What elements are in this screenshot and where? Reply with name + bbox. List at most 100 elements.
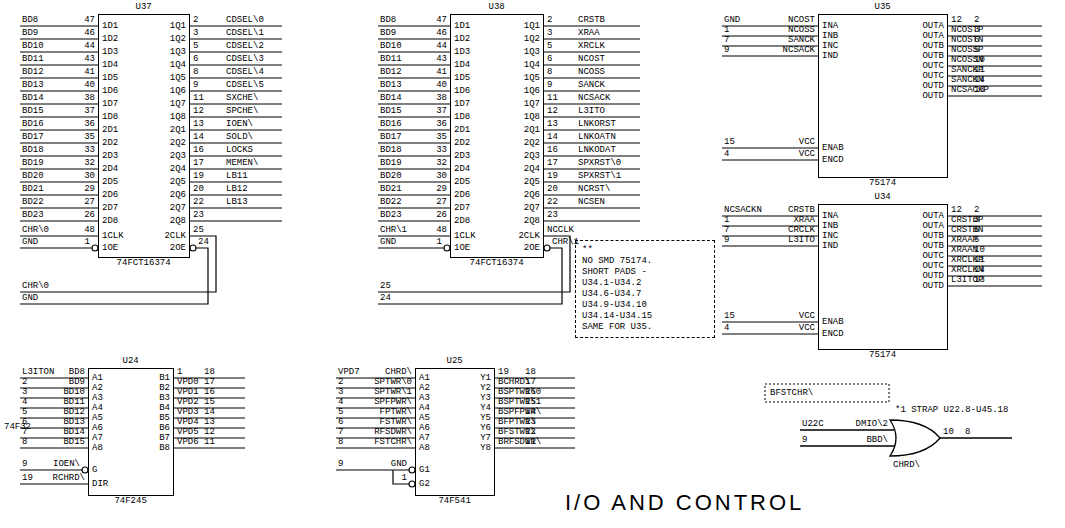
pin-number: 43 <box>84 54 95 64</box>
pin-name: 1OE <box>454 243 470 253</box>
pin-wire <box>544 116 640 117</box>
pin-name: INB <box>822 31 838 41</box>
pin-number: VPD3 <box>177 407 199 417</box>
pin-name: Y7 <box>480 433 491 443</box>
pin-number: BD10 <box>63 387 85 397</box>
pin-name: OUTB <box>922 241 944 251</box>
pin-wire <box>378 103 450 104</box>
signal-name: 14 <box>974 265 985 275</box>
signal-name: 15 <box>204 397 215 407</box>
pin-wire <box>378 194 450 195</box>
signal-name: GND <box>22 293 38 303</box>
pin-name: 2D4 <box>454 164 470 174</box>
signal-name: CHR\0 <box>22 281 49 291</box>
pin-name: INA <box>822 21 838 31</box>
pin-number: 35 <box>436 132 447 142</box>
signal-name: 11 <box>974 65 985 75</box>
pin-number: XRAAP <box>951 235 978 245</box>
signal-name: LB13 <box>226 197 248 207</box>
signal-name: 8 <box>338 437 343 447</box>
signal-name: CRSTB <box>578 15 605 25</box>
signal-name: BD17 <box>22 132 44 142</box>
chip-box: U24A1A2A3A4A5A6A7A8GDIRB1B2B3B4B5B6B7B87… <box>88 368 174 496</box>
pin-name: OUTB <box>922 231 944 241</box>
pin-number: 14 <box>193 132 204 142</box>
signal-name: XRCLK <box>578 41 605 51</box>
pin-number: CHRD\ <box>385 367 412 377</box>
part-number: 74FCT16374 <box>117 258 171 268</box>
pin-wire <box>20 155 98 156</box>
pin-wire <box>190 90 282 91</box>
signal-name: VPD7 <box>338 367 360 377</box>
note-text: U34.14-U34.15 <box>582 311 652 321</box>
signal-name: 13 <box>525 417 536 427</box>
pin-name: 2Q8 <box>170 216 186 226</box>
pin-name: 1D4 <box>102 60 118 70</box>
pin-number: SPTWR\1 <box>374 387 412 397</box>
pin-number: 23 <box>193 210 204 220</box>
pin-number: VPD2 <box>177 397 199 407</box>
signal-name: LB12 <box>226 184 248 194</box>
pin-name: 1CLK <box>454 231 476 241</box>
pin-wire <box>393 470 409 484</box>
pin-number: BD9 <box>69 377 85 387</box>
signal-name: 15 <box>525 397 536 407</box>
signal-name: 2 <box>974 15 979 25</box>
note-text: U34.1-U34.2 <box>582 278 641 288</box>
pin-name: G <box>92 465 97 475</box>
pin-number: 26 <box>84 210 95 220</box>
signal-name: BD21 <box>380 184 402 194</box>
pin-number: BD8 <box>69 367 85 377</box>
pin-number: SPFPWR\ <box>374 397 412 407</box>
pin-number: 11 <box>193 93 204 103</box>
pin-wire <box>20 207 98 208</box>
pin-number: 41 <box>436 67 447 77</box>
pin-wire <box>190 207 282 208</box>
pin-wire <box>20 447 88 448</box>
pin-wire <box>544 168 640 169</box>
pin-wire <box>378 220 450 221</box>
pin-name: 1D4 <box>454 60 470 70</box>
pin-number: 23 <box>547 210 558 220</box>
pin-name: 2Q6 <box>524 190 540 200</box>
signal-name: BD8 <box>380 15 396 25</box>
pin-number: BD14 <box>63 427 85 437</box>
pin-name: G2 <box>419 479 430 489</box>
pin-name: OUTD <box>922 281 944 291</box>
note-text: SHORT PADS - <box>582 267 647 277</box>
part-number: CHRD\ <box>893 460 920 470</box>
signal-name: 4 <box>22 397 27 407</box>
pin-name: A1 <box>92 373 103 383</box>
pin-name: 1Q7 <box>170 99 186 109</box>
signal-name: IOEN\ <box>226 119 253 129</box>
pin-name: 1D6 <box>102 86 118 96</box>
pin-wire <box>378 181 450 182</box>
signal-name: BD9 <box>380 28 396 38</box>
pin-wire <box>378 155 450 156</box>
signal-name: MEMEN\ <box>226 158 258 168</box>
chip-box: U381D11D21D31D41D51D61D71D82D12D22D32D42… <box>450 14 544 258</box>
signal-name: LNKORST <box>578 119 616 129</box>
pin-name: OUTA <box>922 31 944 41</box>
pin-wire <box>20 90 98 91</box>
pin-wire <box>20 103 98 104</box>
pin-wire <box>190 142 282 143</box>
pin-name: 2Q3 <box>524 151 540 161</box>
chip-box: U35INAINBINCINDENABENCDOUTAOUTAOUTBOUTBO… <box>818 14 948 178</box>
signal-name: LOCKS <box>226 145 253 155</box>
pin-name: A5 <box>419 413 430 423</box>
pin-number: 46 <box>436 28 447 38</box>
pin-wire <box>544 38 640 39</box>
pin-name: Y4 <box>480 403 491 413</box>
signal-name: 24 <box>380 293 391 303</box>
pin-name: 2D3 <box>454 151 470 161</box>
pin-number: CRCLK <box>788 225 815 235</box>
pin-number: 35 <box>84 132 95 142</box>
signal-name: NCSACKN <box>724 205 762 215</box>
pin-number: NCCLK <box>547 225 574 235</box>
pin-number: 22 <box>547 197 558 207</box>
signal-name: CDSEL\5 <box>226 80 264 90</box>
pin-name: 1D1 <box>102 21 118 31</box>
pin-number: 1 <box>177 367 182 377</box>
pin-name: 1D8 <box>102 112 118 122</box>
